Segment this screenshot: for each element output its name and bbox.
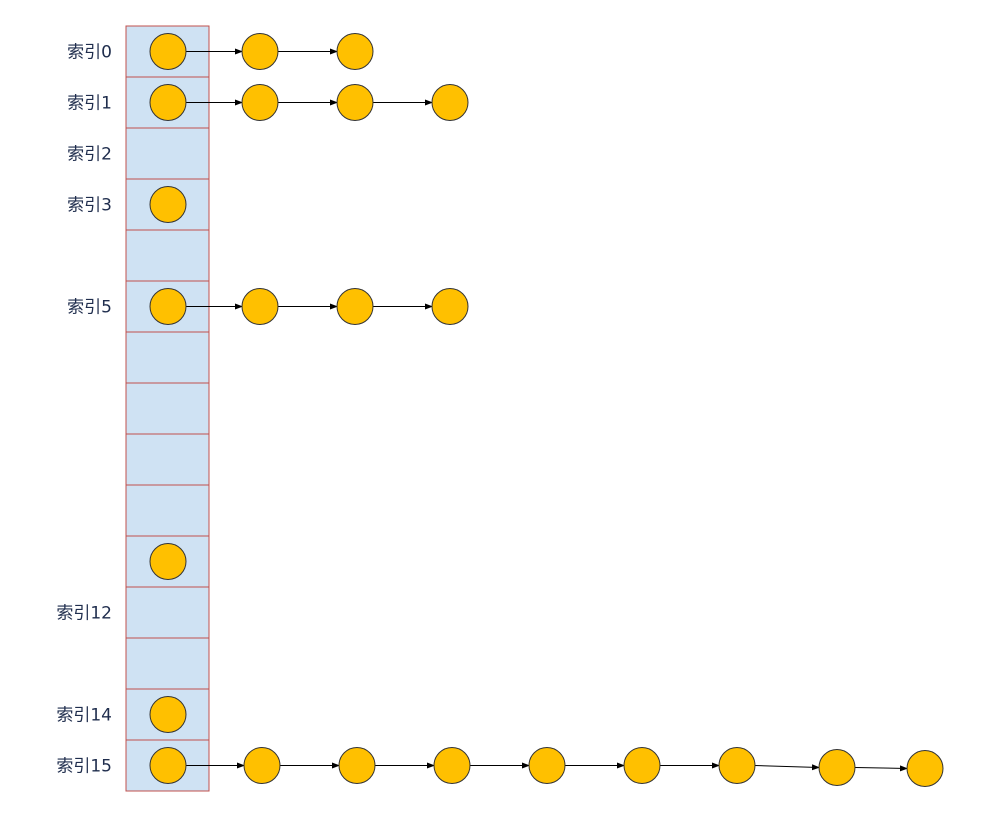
chain-node: [718, 747, 756, 784]
index-label: 索引3: [67, 196, 112, 216]
bucket-head-node: [149, 696, 187, 733]
bucket-head-node: [149, 186, 187, 223]
chain-link-arrow: [854, 765, 908, 772]
bucket-head-node: [149, 33, 187, 70]
bucket-array: [125, 25, 210, 792]
bucket-head-node: [149, 543, 187, 580]
chain-node: [241, 33, 279, 70]
bucket-head-node: [149, 747, 187, 784]
bucket-head-node: [149, 288, 187, 325]
chain-node: [623, 747, 661, 784]
chain-node: [241, 84, 279, 121]
chain-node: [243, 747, 281, 784]
bucket-slot: [125, 382, 210, 435]
chain-node: [431, 84, 469, 121]
chain-links: [186, 48, 908, 772]
index-labels: 索引0 索引1 索引2 索引3 索引5 索引12 索引14 索引15: [56, 43, 112, 777]
bucket-slot: [125, 127, 210, 180]
chain-node: [336, 33, 374, 70]
chain-link-arrow: [754, 764, 820, 771]
chain-node: [433, 747, 471, 784]
index-label: 索引12: [56, 604, 112, 624]
index-label: 索引1: [67, 94, 112, 114]
chain-node: [336, 84, 374, 121]
bucket-slot: [125, 433, 210, 486]
bucket-slot: [125, 331, 210, 384]
chain-node: [431, 288, 469, 325]
bucket-slot: [125, 586, 210, 639]
chain-node: [906, 750, 944, 787]
chain-nodes: [149, 33, 944, 787]
chain-node: [528, 747, 566, 784]
chain-node: [336, 288, 374, 325]
bucket-head-node: [149, 84, 187, 121]
index-label: 索引0: [67, 43, 112, 63]
bucket-slot: [125, 637, 210, 690]
chain-node: [338, 747, 376, 784]
index-label: 索引15: [56, 757, 112, 777]
chain-node: [818, 749, 856, 786]
bucket-slot: [125, 484, 210, 537]
chain-node: [241, 288, 279, 325]
index-label: 索引2: [67, 145, 112, 165]
bucket-slot: [125, 229, 210, 282]
index-label: 索引14: [56, 706, 112, 726]
index-label: 索引5: [67, 298, 112, 318]
